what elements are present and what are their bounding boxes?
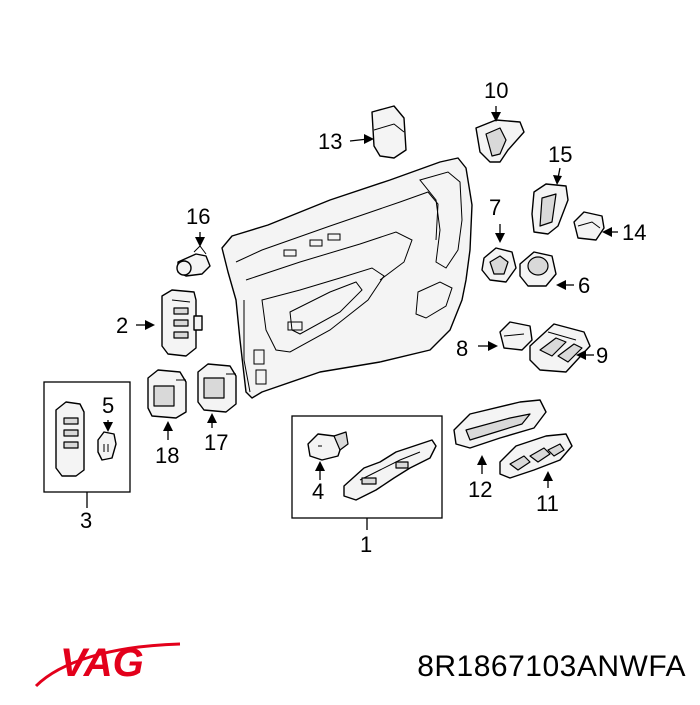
logo-swoosh bbox=[34, 642, 181, 688]
callout-17: 17 bbox=[204, 430, 228, 455]
callout-16: 16 bbox=[186, 204, 210, 229]
callout-13: 13 bbox=[318, 129, 342, 154]
callout-15: 15 bbox=[548, 142, 572, 167]
callout-3: 3 bbox=[80, 508, 92, 533]
part-8: 8 bbox=[456, 321, 533, 361]
part-17: 17 bbox=[197, 363, 237, 455]
part-7: 7 bbox=[481, 195, 517, 283]
part-12: 12 bbox=[453, 399, 547, 502]
part-13: 13 bbox=[318, 105, 407, 159]
callout-10: 10 bbox=[484, 78, 508, 103]
logo-text: VAG bbox=[60, 641, 144, 685]
part-number: 8R1867103ANWFA bbox=[417, 650, 686, 683]
callout-14: 14 bbox=[622, 220, 646, 245]
part-2: 2 bbox=[116, 289, 203, 357]
callout-5: 5 bbox=[102, 393, 114, 418]
part-14: 14 bbox=[573, 211, 646, 245]
group-1: 4 1 bbox=[291, 415, 443, 557]
part-16: 16 bbox=[176, 204, 211, 277]
callout-7: 7 bbox=[489, 195, 501, 220]
part-11: 11 bbox=[499, 433, 573, 516]
callout-6: 6 bbox=[578, 273, 590, 298]
part-9: 9 bbox=[529, 323, 608, 373]
part-10: 10 bbox=[475, 78, 525, 163]
callout-4: 4 bbox=[312, 479, 324, 504]
group-3: 5 3 bbox=[43, 381, 131, 533]
callout-1: 1 bbox=[360, 532, 372, 557]
callout-18: 18 bbox=[155, 443, 179, 468]
part-6: 6 bbox=[519, 251, 590, 298]
vag-logo: VAG bbox=[34, 641, 181, 688]
door-trim-panel bbox=[221, 157, 473, 399]
callout-12: 12 bbox=[468, 477, 492, 502]
callout-2: 2 bbox=[116, 313, 128, 338]
part-15: 15 bbox=[531, 142, 572, 235]
callout-8: 8 bbox=[456, 336, 468, 361]
callout-11: 11 bbox=[536, 491, 559, 516]
callout-9: 9 bbox=[596, 343, 608, 368]
part-18: 18 bbox=[147, 369, 187, 468]
